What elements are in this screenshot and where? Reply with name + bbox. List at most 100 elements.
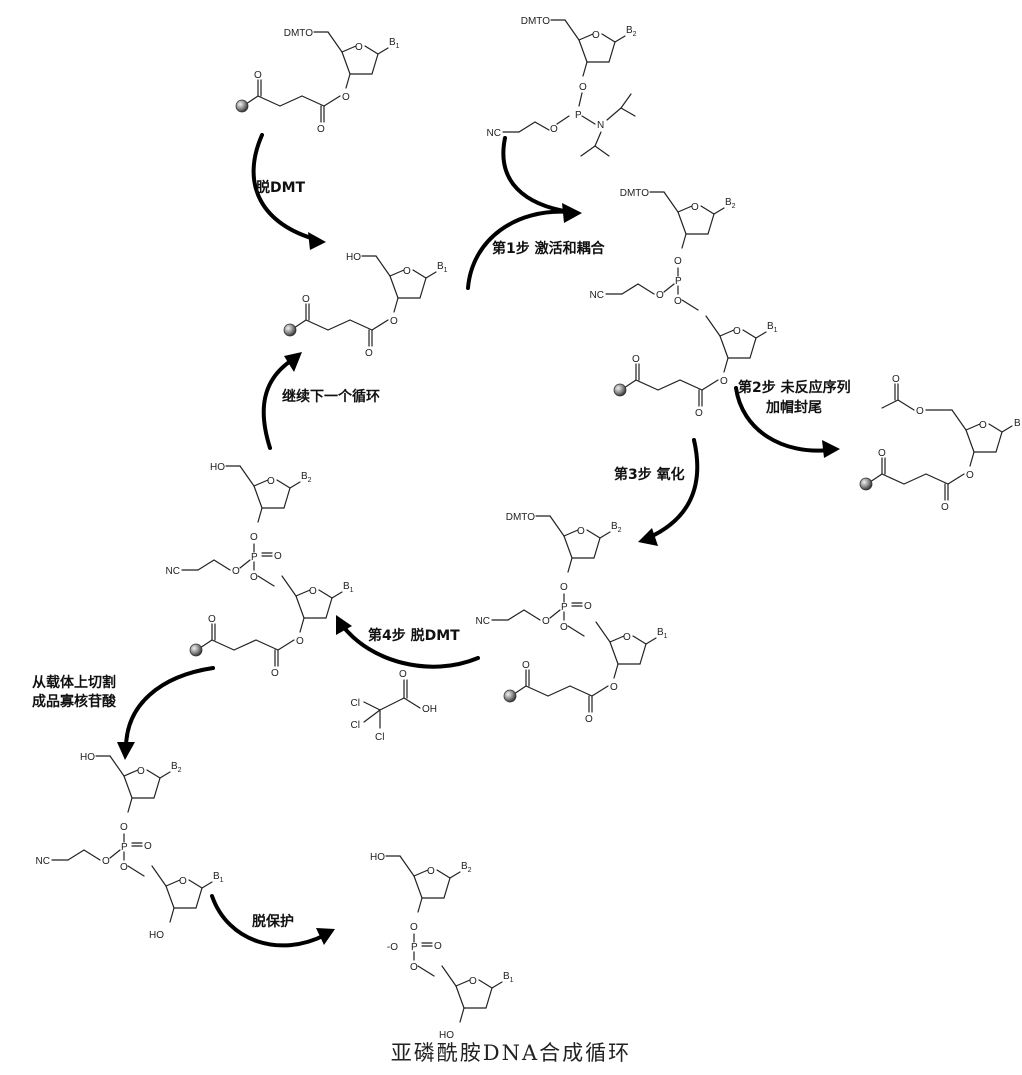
atom-label: O xyxy=(267,476,275,487)
bond xyxy=(413,875,423,899)
atom-label: O xyxy=(137,766,145,777)
atom-label: B2 xyxy=(626,25,637,38)
atom-label: O xyxy=(592,30,600,41)
bond xyxy=(523,609,541,621)
bond xyxy=(389,275,399,299)
atom-label: O xyxy=(656,290,664,301)
atom-label: O xyxy=(296,636,304,647)
bond xyxy=(455,979,471,987)
atom-label: B2 xyxy=(171,761,182,774)
atom-label: O xyxy=(232,566,240,577)
bond xyxy=(293,319,307,329)
bond xyxy=(363,701,381,711)
bond xyxy=(606,107,622,121)
atom-label: Cl xyxy=(351,698,360,709)
atom-label: B2 xyxy=(725,197,736,210)
bond xyxy=(301,95,325,107)
atom-label: O xyxy=(577,526,585,537)
bond xyxy=(563,535,573,559)
solid-support-bead xyxy=(613,383,627,397)
atom-label: O xyxy=(623,632,631,643)
atom-label: Cl xyxy=(351,720,360,731)
bond xyxy=(663,283,675,293)
bond xyxy=(594,131,602,147)
arrowhead-oxidation xyxy=(638,528,658,546)
arrowhead-coupling xyxy=(562,203,582,223)
atom-label: O xyxy=(632,354,640,365)
bond xyxy=(478,979,493,989)
atom-label: O xyxy=(403,266,411,277)
bond xyxy=(345,73,351,89)
bond xyxy=(713,207,725,215)
bond xyxy=(441,965,457,987)
bond xyxy=(485,987,493,1009)
atom-label: O xyxy=(695,408,703,419)
atom-label: OH xyxy=(422,704,437,715)
atom-label: O xyxy=(144,841,152,852)
atom-label: N xyxy=(597,120,604,131)
atom-label: O xyxy=(355,42,363,53)
atom-label: O xyxy=(250,572,258,583)
bond xyxy=(127,797,133,813)
bond xyxy=(951,409,967,431)
bond xyxy=(637,283,655,295)
bond xyxy=(327,31,343,53)
bond xyxy=(701,379,719,391)
arrowhead-cleave xyxy=(117,742,135,760)
bond xyxy=(289,481,301,489)
bond xyxy=(169,907,175,923)
bond xyxy=(601,33,616,43)
bond xyxy=(331,591,343,599)
label-cleave-line2: 成品寡核苷酸 xyxy=(32,693,117,710)
atom-label: O xyxy=(916,406,924,417)
bond xyxy=(257,95,281,107)
bond xyxy=(657,379,681,391)
bond xyxy=(925,473,949,485)
bond xyxy=(903,473,927,485)
atom-label: P xyxy=(561,602,568,613)
bond xyxy=(881,473,905,485)
atom-label: B1 xyxy=(657,627,668,640)
bond xyxy=(719,329,735,337)
atom-label: NC xyxy=(476,616,490,627)
atom-label: O xyxy=(399,669,407,680)
bond xyxy=(443,877,451,899)
bond xyxy=(412,269,427,279)
atom-label: B xyxy=(1014,418,1021,429)
bond xyxy=(399,855,415,877)
atom-label: O xyxy=(120,862,128,873)
bond xyxy=(632,635,647,645)
atom-label: O xyxy=(892,374,900,385)
bond xyxy=(83,849,101,861)
bond xyxy=(127,865,145,877)
bond xyxy=(491,981,503,989)
bond xyxy=(255,639,279,651)
label-step3: 第3步 氧化 xyxy=(614,466,685,483)
bond xyxy=(620,93,632,109)
bond xyxy=(295,589,311,597)
atom-label: NC xyxy=(590,290,604,301)
bond xyxy=(599,531,611,539)
bond xyxy=(591,685,609,697)
solid-support-bead xyxy=(503,689,517,703)
bond xyxy=(639,643,647,665)
bond xyxy=(318,589,333,599)
atom-label: O xyxy=(584,601,592,612)
atom-label: O xyxy=(390,316,398,327)
arrowhead-continue-cycle xyxy=(284,352,302,372)
bond xyxy=(305,319,329,331)
atom-label: HO xyxy=(439,1030,454,1041)
atom-label: O xyxy=(208,614,216,625)
bond xyxy=(277,639,295,651)
atom-label: NC xyxy=(487,128,501,139)
atom-label: O xyxy=(317,124,325,135)
arrowhead-detritylation-step4 xyxy=(336,615,352,635)
bond xyxy=(459,1007,465,1023)
arrow-cleave xyxy=(124,666,215,750)
bond xyxy=(239,559,251,569)
